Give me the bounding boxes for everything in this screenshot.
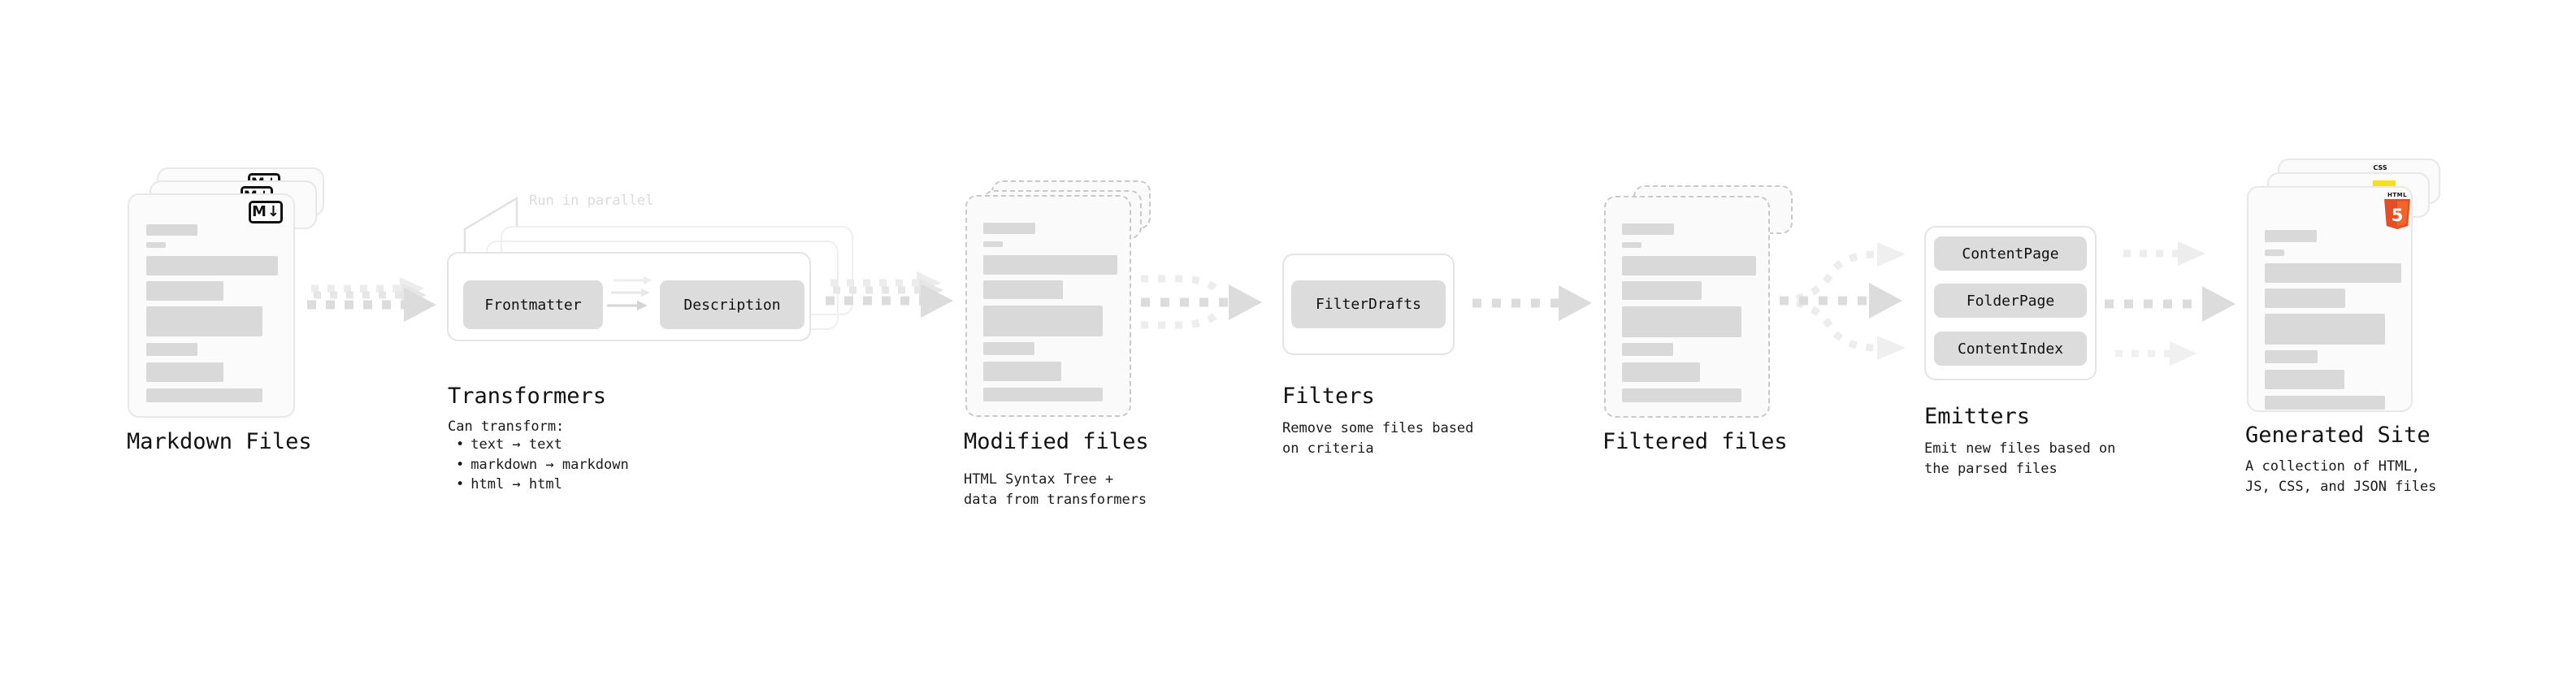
bullet-item: markdown → markdown [448, 455, 628, 475]
stage-title-emitters: Emitters [1924, 404, 2031, 429]
file-bar [146, 242, 166, 248]
file-bar [983, 241, 1003, 247]
file-bar [146, 343, 197, 356]
file-bar [1622, 256, 1756, 275]
filters-subtitle: Remove some files based on criteria [1282, 420, 1474, 457]
file-bar [1622, 388, 1741, 402]
file-bar [146, 256, 278, 275]
markdown-file-card-front [128, 193, 295, 418]
css-icon-label: CSS [2373, 164, 2387, 171]
modified-files-subtitle: HTML Syntax Tree + data from transformer… [964, 471, 1147, 508]
stage-title-filtered-files: Filtered files [1602, 429, 1788, 454]
file-bar [1622, 242, 1641, 248]
file-bar [2265, 350, 2318, 363]
file-bar [146, 306, 262, 336]
file-bar [2265, 288, 2345, 308]
markdown-icon: M↓ [249, 201, 283, 223]
file-bar [983, 223, 1035, 234]
file-bar [983, 306, 1103, 336]
file-bar [1622, 343, 1673, 356]
transformers-subtitle: Can transform: [448, 419, 565, 435]
file-bar [2265, 314, 2385, 345]
transformers-bullets: text → text markdown → markdown html → h… [448, 435, 629, 495]
file-bar [983, 280, 1063, 299]
file-bar [1622, 362, 1700, 382]
file-bar [2265, 370, 2344, 389]
file-bar [2265, 249, 2284, 256]
file-bar [146, 224, 197, 236]
bullet-item: html → html [448, 475, 629, 495]
file-bar [983, 255, 1117, 275]
stage-title-markdown-files: Markdown Files [127, 429, 312, 454]
file-bar [2265, 263, 2401, 283]
filter-pill-filterdrafts[interactable]: FilterDrafts [1291, 280, 1446, 328]
svg-text:5: 5 [2392, 206, 2404, 225]
transformer-pill-description[interactable]: Description [660, 280, 804, 329]
stage-title-transformers: Transformers [448, 384, 607, 409]
html5-icon-label: HTML [2387, 192, 2408, 198]
file-bar [983, 388, 1103, 401]
emitter-pill-folderpage[interactable]: FolderPage [1934, 284, 2087, 318]
stage-title-modified-files: Modified files [964, 429, 1149, 454]
stage-title-generated-site: Generated Site [2245, 423, 2431, 448]
file-bar [1622, 306, 1741, 337]
html5-icon: HTML 5 [2383, 192, 2412, 229]
filtered-file-card-front [1604, 196, 1770, 418]
file-bar [1622, 223, 1674, 235]
transformer-pill-frontmatter[interactable]: Frontmatter [463, 280, 603, 329]
emitter-pill-contentindex[interactable]: ContentIndex [1934, 332, 2087, 366]
generated-site-subtitle: A collection of HTML, JS, CSS, and JSON … [2245, 458, 2437, 495]
emitter-pill-contentpage[interactable]: ContentPage [1934, 236, 2087, 271]
modified-file-card-front [965, 195, 1131, 417]
file-bar [146, 281, 223, 301]
file-bar [983, 362, 1061, 381]
file-bar [146, 362, 223, 382]
site-file-card-front [2247, 186, 2413, 412]
file-bar [146, 388, 262, 402]
emitters-subtitle: Emit new files based on the parsed files [1924, 440, 2116, 477]
markdown-icon-arrow: ↓ [267, 203, 280, 220]
file-bar [2265, 396, 2385, 410]
html5-icon-shield: 5 [2384, 199, 2410, 229]
file-bar [983, 342, 1034, 355]
bullet-item: text → text [448, 435, 629, 455]
markdown-icon-letter: M [251, 203, 267, 220]
file-bar [2265, 230, 2317, 242]
file-bar [1622, 281, 1702, 300]
stage-title-filters: Filters [1282, 384, 1375, 409]
run-in-parallel-label: Run in parallel [529, 193, 654, 209]
